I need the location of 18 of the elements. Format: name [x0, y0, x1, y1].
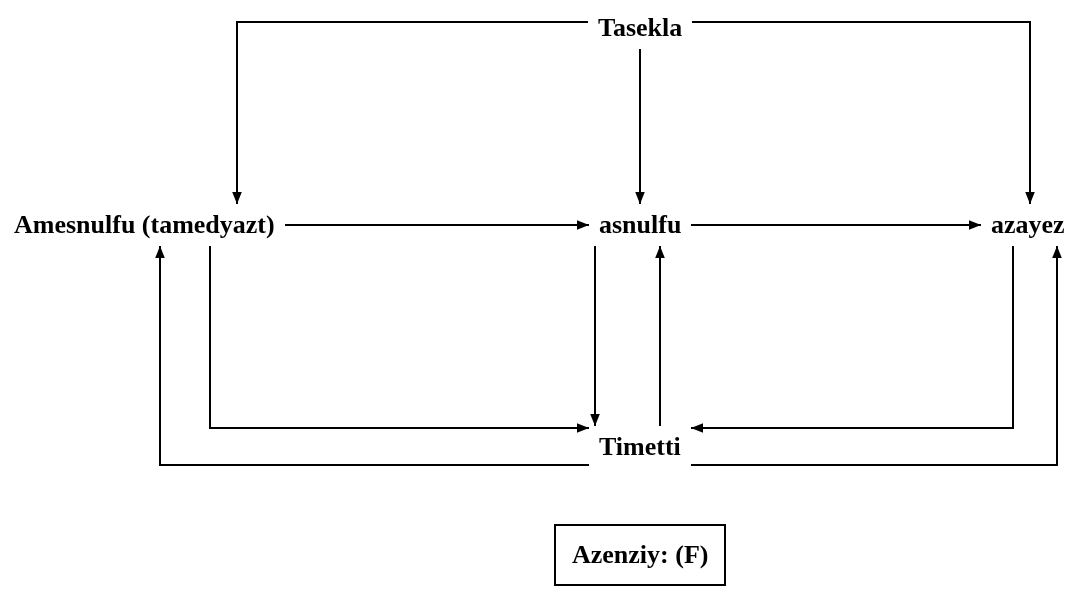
node-label: Amesnulfu (tamedyazt): [14, 210, 275, 240]
arrow: [155, 245, 590, 466]
arrow: [590, 245, 600, 427]
arrow: [690, 220, 982, 230]
note-box: [554, 524, 727, 586]
arrow: [635, 48, 645, 205]
node-label: Tasekla: [598, 13, 683, 43]
node-label: azayez: [991, 210, 1065, 240]
arrow: [284, 220, 590, 230]
arrow: [655, 245, 665, 427]
node-label: asnulfu: [599, 210, 682, 240]
arrow: [691, 21, 1035, 205]
arrow: [209, 245, 590, 433]
node-label: Timetti: [599, 432, 681, 462]
arrow: [690, 245, 1062, 466]
note-text: Azenziy: (F): [572, 540, 709, 570]
arrow: [232, 21, 589, 205]
arrow: [690, 245, 1014, 433]
